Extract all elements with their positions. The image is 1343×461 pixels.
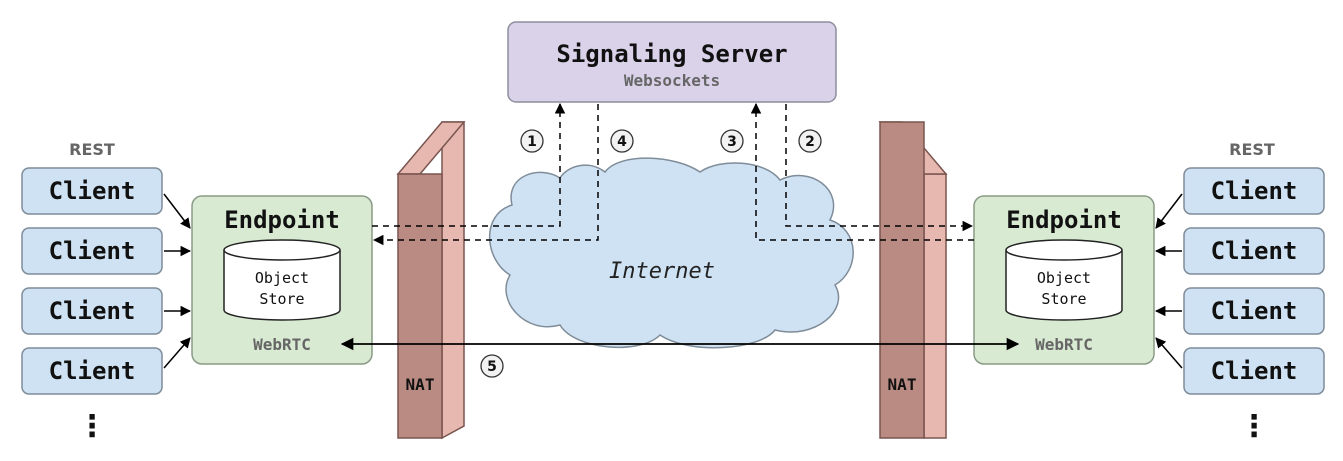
client-right-1: Client: [1211, 177, 1298, 205]
endpoint-right: Endpoint Object Store WebRTC: [973, 195, 1155, 365]
signaling-paths: [372, 102, 974, 246]
step-badge-5: 5: [480, 354, 504, 378]
signaling-server: Signaling Server Websockets: [507, 21, 837, 103]
nat-left-label: NAT: [406, 375, 435, 394]
path-step-1: [372, 102, 566, 227]
internet-cloud: Internet: [488, 157, 854, 349]
signaling-server-title: Signaling Server: [556, 40, 787, 68]
object-store-left: Object Store: [223, 239, 341, 321]
internet-label: Internet: [609, 259, 715, 284]
rest-arrows-left: [163, 193, 192, 369]
nat-right: NAT: [878, 121, 948, 439]
object-store-right: Object Store: [1005, 239, 1123, 321]
path-step-3: [750, 102, 974, 241]
object-store-left-line1: Object: [255, 269, 309, 287]
object-store-left-line2: Store: [259, 290, 304, 308]
client-left-4: Client: [49, 357, 136, 385]
path-step-4: [372, 104, 599, 246]
rest-label-right: REST: [1229, 140, 1275, 159]
client-right-2: Client: [1211, 237, 1298, 265]
nat-right-label: NAT: [888, 375, 917, 394]
step-badge-2: 2: [798, 129, 822, 153]
client-left-1: Client: [49, 177, 136, 205]
svg-text:3: 3: [727, 134, 737, 150]
svg-text:2: 2: [805, 134, 815, 150]
rest-arrows-right: [1154, 193, 1183, 369]
step-badge-1: 1: [520, 129, 544, 153]
clients-left: Client Client Client Client ⋮: [21, 167, 163, 444]
svg-text:1: 1: [527, 134, 537, 150]
nat-left: NAT: [396, 121, 466, 440]
object-store-right-line2: Store: [1041, 290, 1086, 308]
signaling-server-subtitle: Websockets: [624, 71, 720, 90]
webrtc-left-label: WebRTC: [253, 335, 311, 354]
svg-text:5: 5: [487, 359, 497, 375]
rest-label-left: REST: [69, 140, 115, 159]
client-left-3: Client: [49, 297, 136, 325]
endpoint-left: Endpoint Object Store WebRTC: [191, 195, 373, 365]
client-left-2: Client: [49, 237, 136, 265]
clients-right-ellipsis: ⋮: [1239, 409, 1269, 444]
step-badge-4: 4: [610, 129, 634, 153]
svg-text:4: 4: [617, 134, 627, 150]
path-step-2: [785, 104, 974, 232]
client-right-3: Client: [1211, 297, 1298, 325]
endpoint-left-title: Endpoint: [224, 206, 340, 234]
object-store-right-line1: Object: [1037, 269, 1091, 287]
clients-right: Client Client Client Client ⋮: [1183, 167, 1325, 444]
endpoint-right-title: Endpoint: [1006, 206, 1122, 234]
clients-left-ellipsis: ⋮: [77, 409, 107, 444]
step-badge-3: 3: [720, 129, 744, 153]
client-right-4: Client: [1211, 357, 1298, 385]
webrtc-right-label: WebRTC: [1035, 335, 1093, 354]
